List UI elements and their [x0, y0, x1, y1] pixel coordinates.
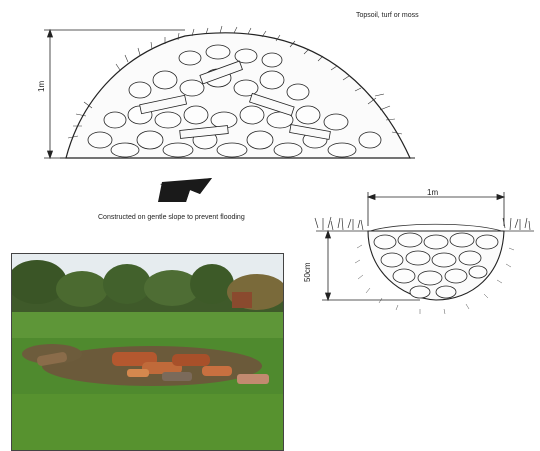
slope-caption: Constructed on gentle slope to prevent f…	[98, 214, 245, 221]
topsoil-label: Topsoil, turf or moss	[356, 12, 419, 19]
log-mound	[60, 26, 415, 158]
pit-width-dimension	[368, 192, 504, 226]
pit-width-label: 1m	[427, 188, 438, 197]
pit-depth-label: 50cm	[303, 262, 312, 282]
photo-scene	[12, 254, 283, 450]
mound-height-label: 1m	[37, 81, 46, 92]
log-pile-photo	[11, 253, 284, 451]
down-left-arrow-icon	[158, 178, 212, 202]
pit-cross-section	[315, 217, 534, 314]
